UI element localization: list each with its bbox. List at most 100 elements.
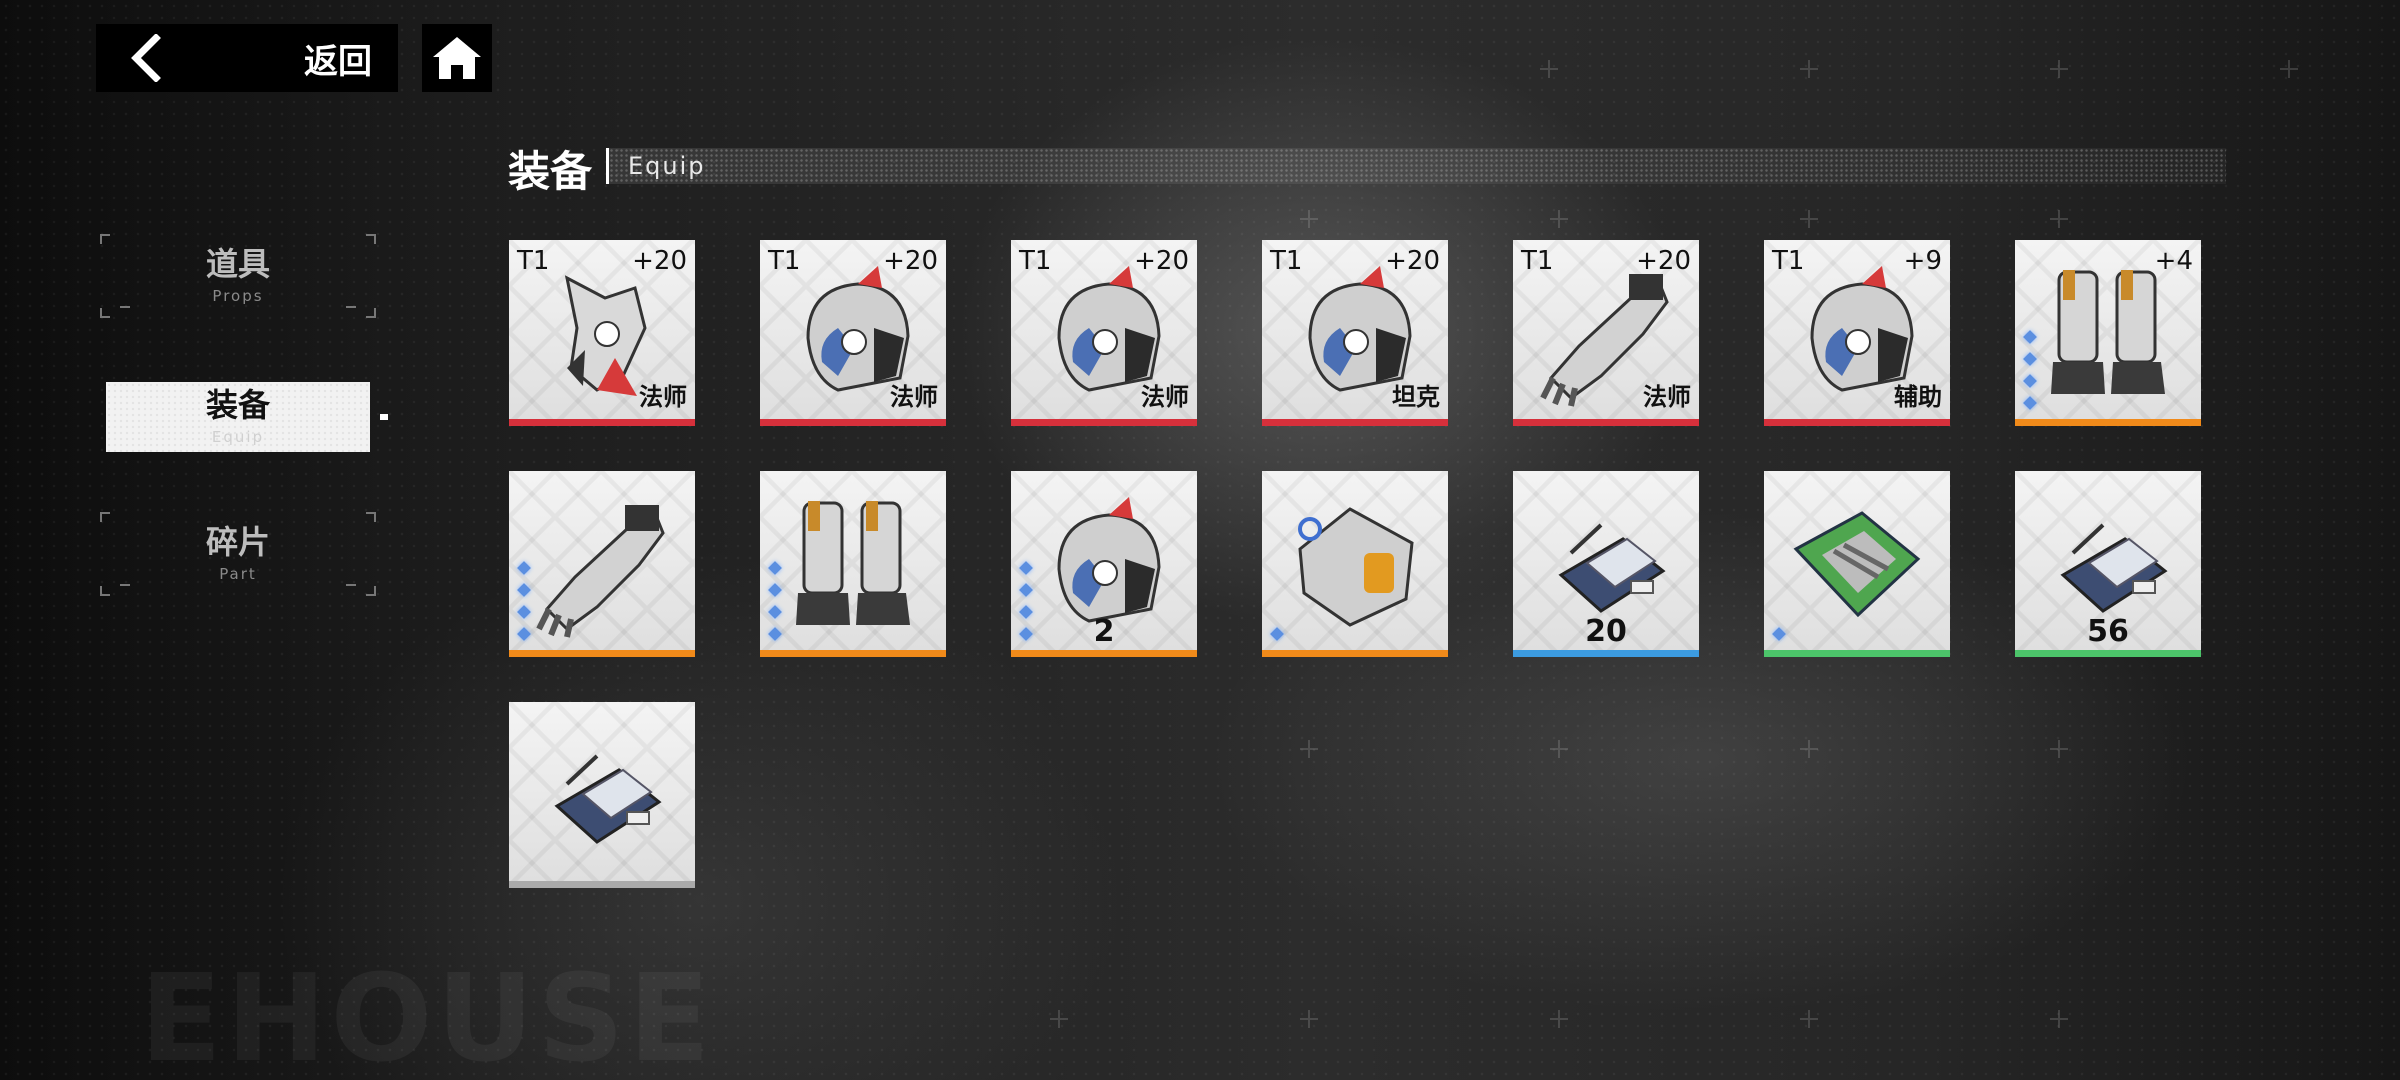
item-level: +20	[1385, 246, 1440, 276]
equipment-card[interactable]	[509, 471, 695, 657]
item-tier: T1	[1019, 246, 1052, 276]
rarity-stripe	[1764, 650, 1950, 657]
background-cross	[2050, 740, 2068, 758]
item-level: +20	[1636, 246, 1691, 276]
background-cross	[1550, 1010, 1568, 1028]
helmet-icon	[1308, 266, 1412, 392]
gem-slots	[1019, 561, 1033, 641]
rarity-stripe	[760, 419, 946, 426]
item-tier: T1	[1270, 246, 1303, 276]
gem-slots	[1772, 627, 1786, 641]
item-level: +4	[2154, 246, 2193, 276]
item-role: 法师	[890, 383, 938, 411]
chip-icon	[2060, 523, 2168, 613]
sidebar-item-sublabel: Equip	[211, 427, 265, 446]
gem-icon	[768, 605, 782, 619]
helmet-icon	[1057, 266, 1161, 392]
item-role: 坦克	[1392, 383, 1440, 411]
back-button[interactable]: 返回	[96, 24, 398, 92]
rarity-stripe	[509, 650, 695, 657]
item-role: 辅助	[1894, 383, 1942, 411]
sidebar-item-sublabel: Part	[219, 564, 257, 583]
rarity-stripe	[1513, 650, 1699, 657]
background-cross	[2050, 1010, 2068, 1028]
equipment-card[interactable]: T1 +20 法师	[509, 240, 695, 426]
background-cross	[1540, 60, 1558, 78]
gem-icon	[1772, 627, 1786, 641]
equipment-card[interactable]	[1764, 471, 1950, 657]
background-watermark: EHOUSE	[140, 950, 715, 1080]
active-indicator	[380, 414, 388, 420]
gem-icon	[517, 561, 531, 575]
gem-icon	[1019, 561, 1033, 575]
gem-icon	[768, 583, 782, 597]
gem-icon	[517, 627, 531, 641]
gem-slots	[2023, 330, 2037, 410]
gem-slots	[517, 561, 531, 641]
equipment-card[interactable]: +4	[2015, 240, 2201, 426]
gem-icon	[2023, 374, 2037, 388]
sidebar-item-part[interactable]: 碎片 Part	[100, 512, 376, 596]
equipment-card[interactable]	[760, 471, 946, 657]
sidebar-item-props[interactable]: 道具 Props	[100, 234, 376, 318]
sidebar-item-sublabel: Props	[212, 286, 264, 305]
sidebar-item-label: 装备	[205, 386, 270, 425]
gem-slots	[1270, 627, 1284, 641]
sidebar-item-label: 道具	[205, 245, 270, 284]
background-cross	[1300, 210, 1318, 228]
equipment-card[interactable]	[509, 702, 695, 888]
background-cross	[1300, 740, 1318, 758]
chip-icon	[1558, 523, 1666, 613]
equipment-card[interactable]: T1 +20 坦克	[1262, 240, 1448, 426]
background-cross	[1800, 210, 1818, 228]
gem-slots	[768, 561, 782, 641]
rarity-stripe	[509, 881, 695, 888]
rarity-stripe	[1513, 419, 1699, 426]
item-tier: T1	[517, 246, 550, 276]
background-cross	[1800, 740, 1818, 758]
home-button[interactable]	[422, 24, 492, 92]
back-label: 返回	[304, 41, 372, 82]
item-tier: T1	[1772, 246, 1805, 276]
home-icon	[433, 37, 481, 79]
background-cross	[2280, 60, 2298, 78]
item-role: 法师	[639, 383, 687, 411]
gem-icon	[2023, 352, 2037, 366]
equipment-card[interactable]: T1 +20 法师	[1513, 240, 1699, 426]
equipment-card[interactable]: 2	[1011, 471, 1197, 657]
item-role: 法师	[1643, 383, 1691, 411]
helmet-icon	[1810, 266, 1914, 392]
chip-icon	[554, 754, 662, 844]
sidebar-item-equip[interactable]: 装备 Equip	[106, 382, 370, 452]
rarity-stripe	[1011, 419, 1197, 426]
rarity-stripe	[1262, 419, 1448, 426]
background-cross	[2050, 210, 2068, 228]
section-subtitle: Equip	[628, 152, 706, 180]
rarity-stripe	[2015, 650, 2201, 657]
section-header-bar	[606, 148, 2226, 184]
arm-gear-icon	[564, 275, 647, 396]
rarity-stripe	[1262, 650, 1448, 657]
rarity-stripe	[2015, 419, 2201, 426]
item-tier: T1	[1521, 246, 1554, 276]
background-cross	[1800, 1010, 1818, 1028]
item-level: +20	[632, 246, 687, 276]
equipment-card[interactable]: 56	[2015, 471, 2201, 657]
item-level: +20	[883, 246, 938, 276]
gem-icon	[517, 605, 531, 619]
rarity-stripe	[509, 419, 695, 426]
chevron-left-icon	[131, 34, 161, 82]
equipment-card[interactable]	[1262, 471, 1448, 657]
boots-icon	[796, 501, 910, 625]
gem-icon	[2023, 396, 2037, 410]
item-role: 法师	[1141, 383, 1189, 411]
gem-icon	[768, 561, 782, 575]
equipment-card[interactable]: T1 +9 辅助	[1764, 240, 1950, 426]
gem-icon	[1019, 605, 1033, 619]
item-level: +9	[1903, 246, 1942, 276]
gem-icon	[1019, 583, 1033, 597]
equipment-card[interactable]: 20	[1513, 471, 1699, 657]
